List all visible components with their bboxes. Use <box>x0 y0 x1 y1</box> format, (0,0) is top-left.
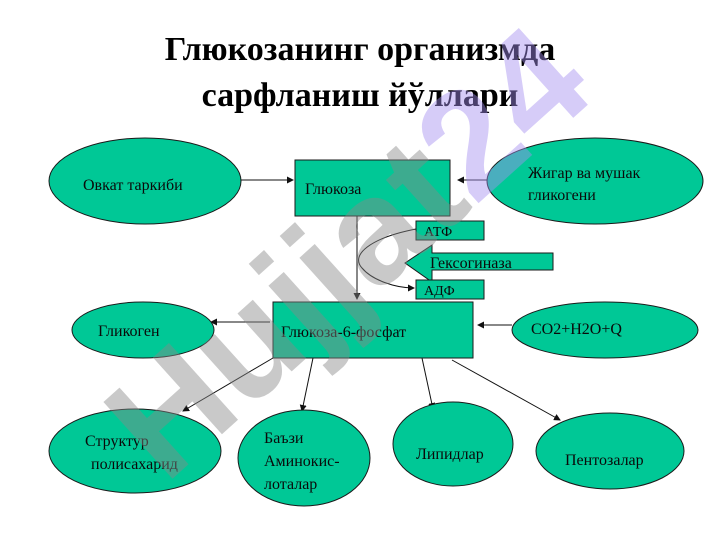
arrow-g6p-to-amino <box>299 357 314 412</box>
svg-text:Жигар ва мушак: Жигар ва мушак <box>528 165 641 182</box>
title-line-1: Глюкозанинг организмда <box>165 31 555 68</box>
svg-text:АТФ: АТФ <box>424 225 452 240</box>
node-amino-acids: Баъзи Аминокис- лоталар <box>237 409 371 507</box>
node-food: Овкат таркиби <box>48 137 242 225</box>
svg-text:Липидлар: Липидлар <box>416 446 484 463</box>
node-adp: АДФ <box>415 279 485 300</box>
arrow-g6p-to-lipids <box>421 357 436 410</box>
node-glucose-6-phosphate: Глюкоза-6-фосфат <box>272 301 474 359</box>
svg-text:Гликоген: Гликоген <box>98 323 160 340</box>
node-atp: АТФ <box>415 220 485 241</box>
svg-text:полисахарид: полисахарид <box>91 456 178 473</box>
node-pentoses: Пентозалар <box>535 412 685 490</box>
svg-text:лоталар: лоталар <box>264 476 317 493</box>
node-liver-glycogen: Жигар ва мушак гликогени <box>486 137 704 225</box>
node-glucose: Глюкоза <box>294 159 451 217</box>
node-lipids: Липидлар <box>392 401 514 487</box>
svg-text:Аминокис-: Аминокис- <box>264 453 340 470</box>
svg-text:Структур: Структур <box>85 433 149 450</box>
svg-text:гликогени: гликогени <box>528 187 596 204</box>
title-line-2: сарфланиш йўллари <box>202 77 519 114</box>
svg-text:АДФ: АДФ <box>424 284 455 299</box>
svg-text:Пентозалар: Пентозалар <box>565 452 644 469</box>
arrow-g6p-to-struct <box>182 357 274 412</box>
svg-text:Глюкоза: Глюкоза <box>305 181 361 198</box>
svg-text:CO2+H2O+Q: CO2+H2O+Q <box>531 321 622 338</box>
svg-text:Баъзи: Баъзи <box>264 430 304 447</box>
arrow-g6p-to-pentoses <box>451 359 561 421</box>
node-glycogen: Гликоген <box>71 301 215 359</box>
node-co2: CO2+H2O+Q <box>511 301 699 359</box>
node-hexokinase: Гексогиназа <box>404 244 554 283</box>
node-structural-polysaccharide: Структур полисахарид <box>48 408 222 494</box>
svg-text:Глюкоза-6-фосфат: Глюкоза-6-фосфат <box>281 324 406 341</box>
atp-adp-curve <box>358 228 417 292</box>
svg-text:Гексогиназа: Гексогиназа <box>430 255 512 272</box>
svg-text:Овкат таркиби: Овкат таркиби <box>83 177 183 194</box>
